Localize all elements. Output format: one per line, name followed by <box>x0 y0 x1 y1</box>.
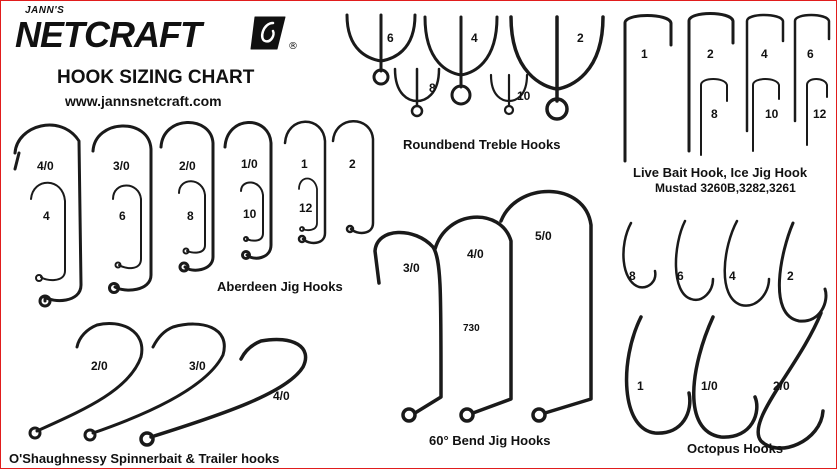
size-label: 10 <box>765 107 779 121</box>
size-label: 4 <box>761 47 768 61</box>
fish-hook-logo-icon <box>250 16 286 50</box>
chart-title: HOOK SIZING CHART <box>57 67 255 88</box>
size-label: 2/0 <box>91 359 108 373</box>
octopus-hook-1-0 <box>692 315 759 439</box>
size-label: 1 <box>641 47 648 61</box>
size-label: 2 <box>577 31 584 45</box>
octopus-hook-2 <box>777 221 828 323</box>
aberdeen-hook-8 <box>178 180 206 255</box>
size-label: 1 <box>301 157 308 171</box>
size-label: 5/0 <box>535 229 552 243</box>
livebait-hook-12 <box>806 78 828 146</box>
model-number: 730 <box>463 323 480 334</box>
livebait-hook-1 <box>623 14 673 163</box>
size-label: 3/0 <box>113 159 130 173</box>
treble-hook-6 <box>345 13 417 86</box>
size-label: 2 <box>707 47 714 61</box>
octopus-hook-4 <box>723 219 771 307</box>
oshaughnessy-hook-2-0 <box>28 322 144 440</box>
livebait-hook-10 <box>752 78 780 152</box>
size-label: 4/0 <box>467 247 484 261</box>
oshaughnessy-hook-3-0 <box>83 322 226 442</box>
size-label: 6 <box>387 31 394 45</box>
aberdeen-hook-4-0 <box>13 123 83 308</box>
size-label: 4 <box>43 209 50 223</box>
treble-hook-4 <box>423 15 499 106</box>
aberdeen-hook-6 <box>112 184 142 270</box>
octopus-hook-2-0 <box>756 311 825 450</box>
size-label: 6 <box>119 209 126 223</box>
size-label: 8 <box>429 81 436 95</box>
size-label: 6 <box>677 269 684 283</box>
aberdeen-hook-12 <box>298 177 318 232</box>
size-label: 4 <box>471 31 478 45</box>
octopus-hook-1 <box>624 315 692 435</box>
aberdeen-hook-4 <box>30 181 66 282</box>
size-label: 12 <box>299 201 313 215</box>
jig60-hook-4-0 <box>433 215 513 423</box>
size-label: 8 <box>711 107 718 121</box>
size-label: 8 <box>187 209 194 223</box>
size-label: 10 <box>517 89 531 103</box>
jig60-hook-5-0 <box>499 189 593 423</box>
registered-mark: ® <box>288 41 298 52</box>
oshaughnessy-caption: O'Shaughnessy Spinnerbait & Trailer hook… <box>9 451 280 466</box>
size-label: 1/0 <box>241 157 258 171</box>
brand-small: JANN'S <box>25 5 65 16</box>
aberdeen-hook-1-0 <box>223 121 273 260</box>
size-label: 2/0 <box>179 159 196 173</box>
aberdeen-hook-10 <box>240 181 264 242</box>
aberdeen-hook-2 <box>331 120 375 235</box>
octopus-hook-8 <box>622 221 657 289</box>
livebait-subcaption: Mustad 3260B,3282,3261 <box>655 181 796 195</box>
aberdeen-caption: Aberdeen Jig Hooks <box>217 279 343 294</box>
size-label: 3/0 <box>403 261 420 275</box>
treble-caption: Roundbend Treble Hooks <box>403 137 561 152</box>
treble-hook-2 <box>509 15 605 121</box>
livebait-caption: Live Bait Hook, Ice Jig Hook <box>633 165 808 180</box>
brand-logo-text: NETCRAFT <box>15 14 202 55</box>
livebait-hook-6 <box>793 13 831 123</box>
livebait-hook-4 <box>745 13 785 133</box>
website-url[interactable]: www.jannsnetcraft.com <box>65 93 222 109</box>
jig60-caption: 60° Bend Jig Hooks <box>429 433 551 448</box>
aberdeen-hook-3-0 <box>91 124 153 294</box>
size-label: 6 <box>807 47 814 61</box>
octopus-hook-6 <box>674 219 715 302</box>
size-label: 1 <box>637 379 644 393</box>
size-label: 3/0 <box>189 359 206 373</box>
aberdeen-hook-2-0 <box>159 121 215 273</box>
size-label: 2 <box>349 157 356 171</box>
livebait-hook-2 <box>687 12 735 153</box>
size-label: 1/0 <box>701 379 718 393</box>
size-label: 2/0 <box>773 379 790 393</box>
size-label: 4 <box>729 269 736 283</box>
size-label: 10 <box>243 207 257 221</box>
size-label: 12 <box>813 107 827 121</box>
size-label: 4/0 <box>273 389 290 403</box>
size-label: 8 <box>629 269 636 283</box>
livebait-hook-8 <box>700 78 728 156</box>
treble-hook-8 <box>393 67 441 118</box>
octopus-caption: Octopus Hooks <box>687 441 784 456</box>
oshaughnessy-hook-4-0 <box>139 337 308 447</box>
aberdeen-hook-1 <box>283 120 327 245</box>
size-label: 4/0 <box>37 159 54 173</box>
size-label: 2 <box>787 269 794 283</box>
treble-hook-10 <box>489 73 529 116</box>
